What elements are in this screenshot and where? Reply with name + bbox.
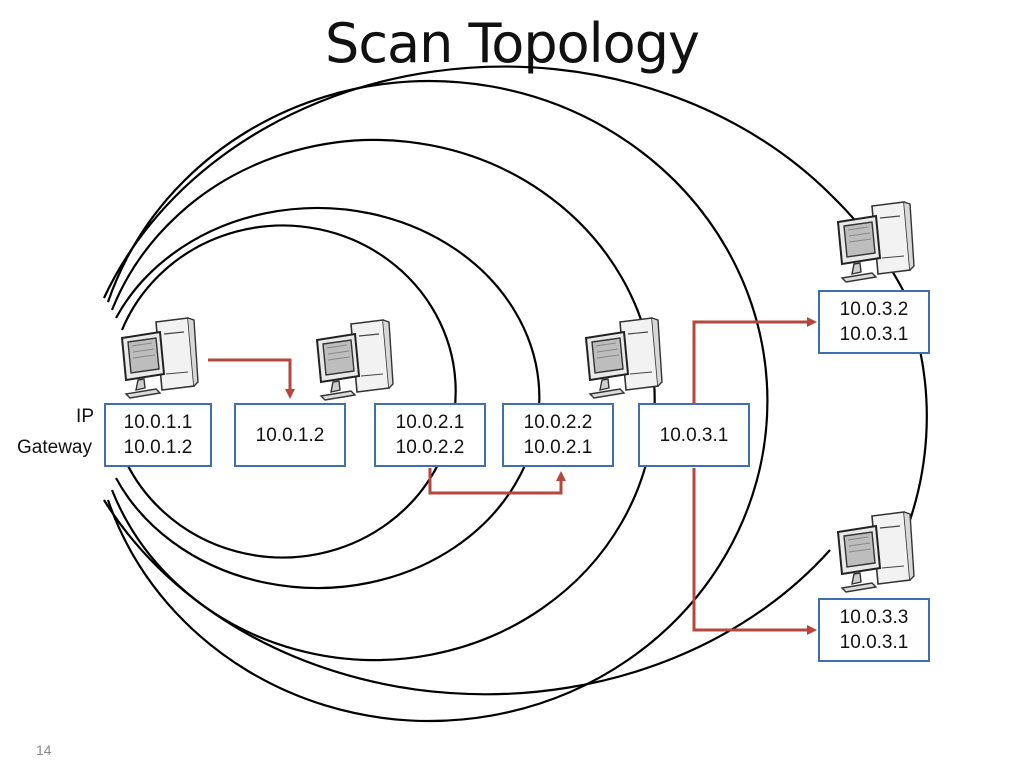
ip-address: 10.0.2.1 [395,412,465,433]
node-router-1: 10.0.1.2 [234,403,346,467]
ring-2 [115,206,541,590]
ip-address: 10.0.3.1 [659,424,729,446]
computer-icon [316,319,394,401]
ip-address: 10.0.1.1 [123,412,193,433]
route-arrows [208,317,817,635]
ring-1 [120,224,457,559]
node-host-2: 10.0.3.2 10.0.3.1 [818,290,930,354]
ring-3 [110,138,656,662]
arrow-router2-host2 [692,317,817,405]
gateway-address: 10.0.1.2 [123,437,193,458]
computer-icon [585,317,663,399]
computer-icon [837,511,915,593]
ring-7 [908,349,928,521]
ip-label: IP [76,406,94,427]
ip-address: 10.0.1.2 [255,424,325,446]
node-router-2-b: 10.0.3.1 [638,403,750,467]
arrow-router2-host3 [692,468,817,635]
ip-address: 10.0.3.2 [839,299,909,320]
node-host-3: 10.0.3.3 10.0.3.1 [818,598,930,662]
gateway-label: Gateway [17,437,92,458]
arrow-host1-router1 [208,358,295,399]
gateway-address: 10.0.2.2 [395,437,465,458]
node-router-2: 10.0.2.2 10.0.2.1 [502,403,614,467]
arrow-router1-router2 [428,468,566,495]
node-router-1-b: 10.0.2.1 10.0.2.2 [374,403,486,467]
network-rings [103,65,928,723]
ip-address: 10.0.3.3 [839,607,909,628]
gateway-address: 10.0.3.1 [839,632,909,653]
ring-8 [103,499,831,696]
ip-address: 10.0.2.2 [523,412,593,433]
ring-4 [106,79,769,723]
computer-icon [121,317,199,399]
gateway-address: 10.0.2.1 [523,437,593,458]
page-number: 14 [36,742,52,758]
gateway-address: 10.0.3.1 [839,324,909,345]
page-title: Scan Topology [325,12,700,75]
node-host-1: 10.0.1.1 10.0.1.2 [104,403,212,467]
ring-5 [103,65,833,299]
